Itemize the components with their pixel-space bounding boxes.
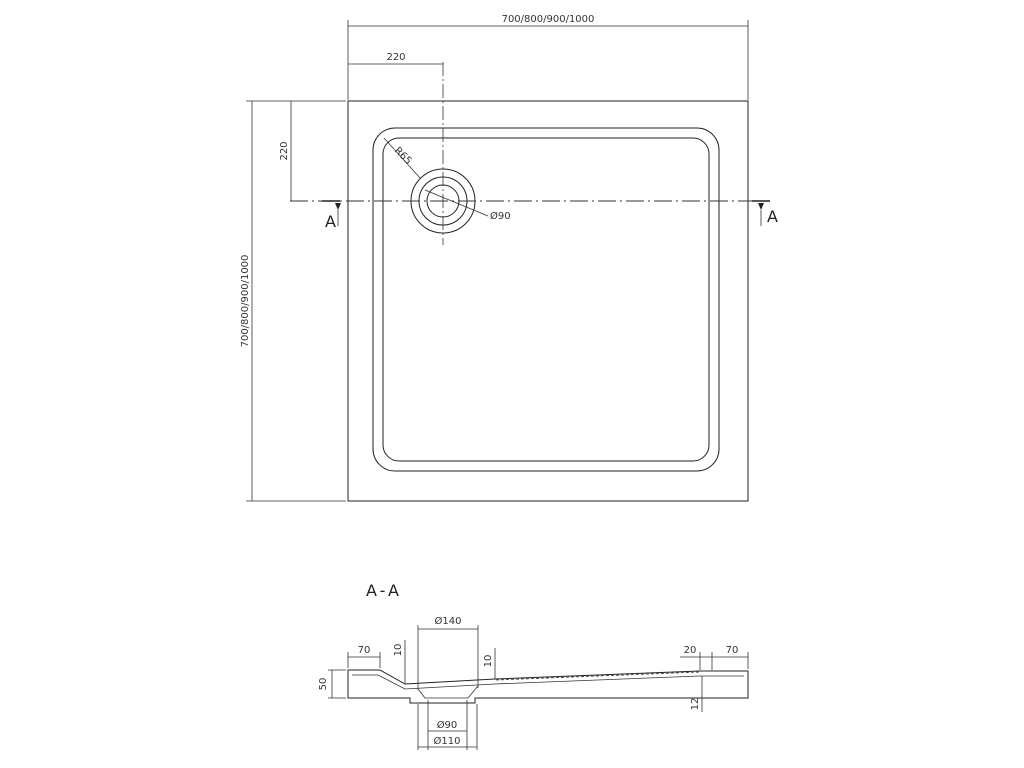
section-marker-right: A: [767, 207, 778, 226]
section-title: A-A: [366, 581, 402, 600]
overall-height-label: 700/800/900/1000: [240, 255, 251, 348]
plan-view: A A 700/800/900/1000 220 700/800/900/100…: [240, 14, 778, 502]
drain-diameter-leader: [424, 189, 489, 217]
top-diameter-label: Ø140: [435, 615, 462, 627]
drain-offset-x-label: 220: [386, 52, 405, 63]
height-label: 50: [318, 678, 329, 691]
basin-inner-edge: [382, 137, 710, 462]
tray-outline: [347, 100, 749, 502]
tray-profile-outer: [347, 669, 749, 704]
section-arrow-left-icon: [335, 203, 341, 210]
drain-diameter-label: Ø90: [490, 210, 511, 222]
rim-width-right-label: 70: [726, 645, 739, 656]
depth-right-label: 12: [690, 698, 701, 711]
overall-width-label: 700/800/900/1000: [502, 14, 595, 25]
drain-pocket: [417, 685, 479, 699]
radius-leader: [383, 137, 421, 179]
section-view: A-A Ø140 70 10 10 50 20 7: [318, 581, 749, 750]
rim-width-left-label: 70: [358, 645, 371, 656]
step-center-label: 10: [483, 655, 494, 668]
drain-outer-label: Ø110: [434, 735, 461, 747]
step-left-label: 10: [393, 644, 404, 657]
basin-outer-edge: [372, 127, 720, 472]
step-right-label: 20: [684, 645, 697, 656]
tray-profile-inner: [352, 674, 744, 690]
section-arrow-right-icon: [758, 203, 764, 210]
section-marker-left: A: [325, 212, 336, 231]
drain-offset-y-label: 220: [279, 141, 290, 160]
corner-radius-label: R65: [392, 145, 414, 167]
drain-inner-label: Ø90: [437, 719, 458, 731]
